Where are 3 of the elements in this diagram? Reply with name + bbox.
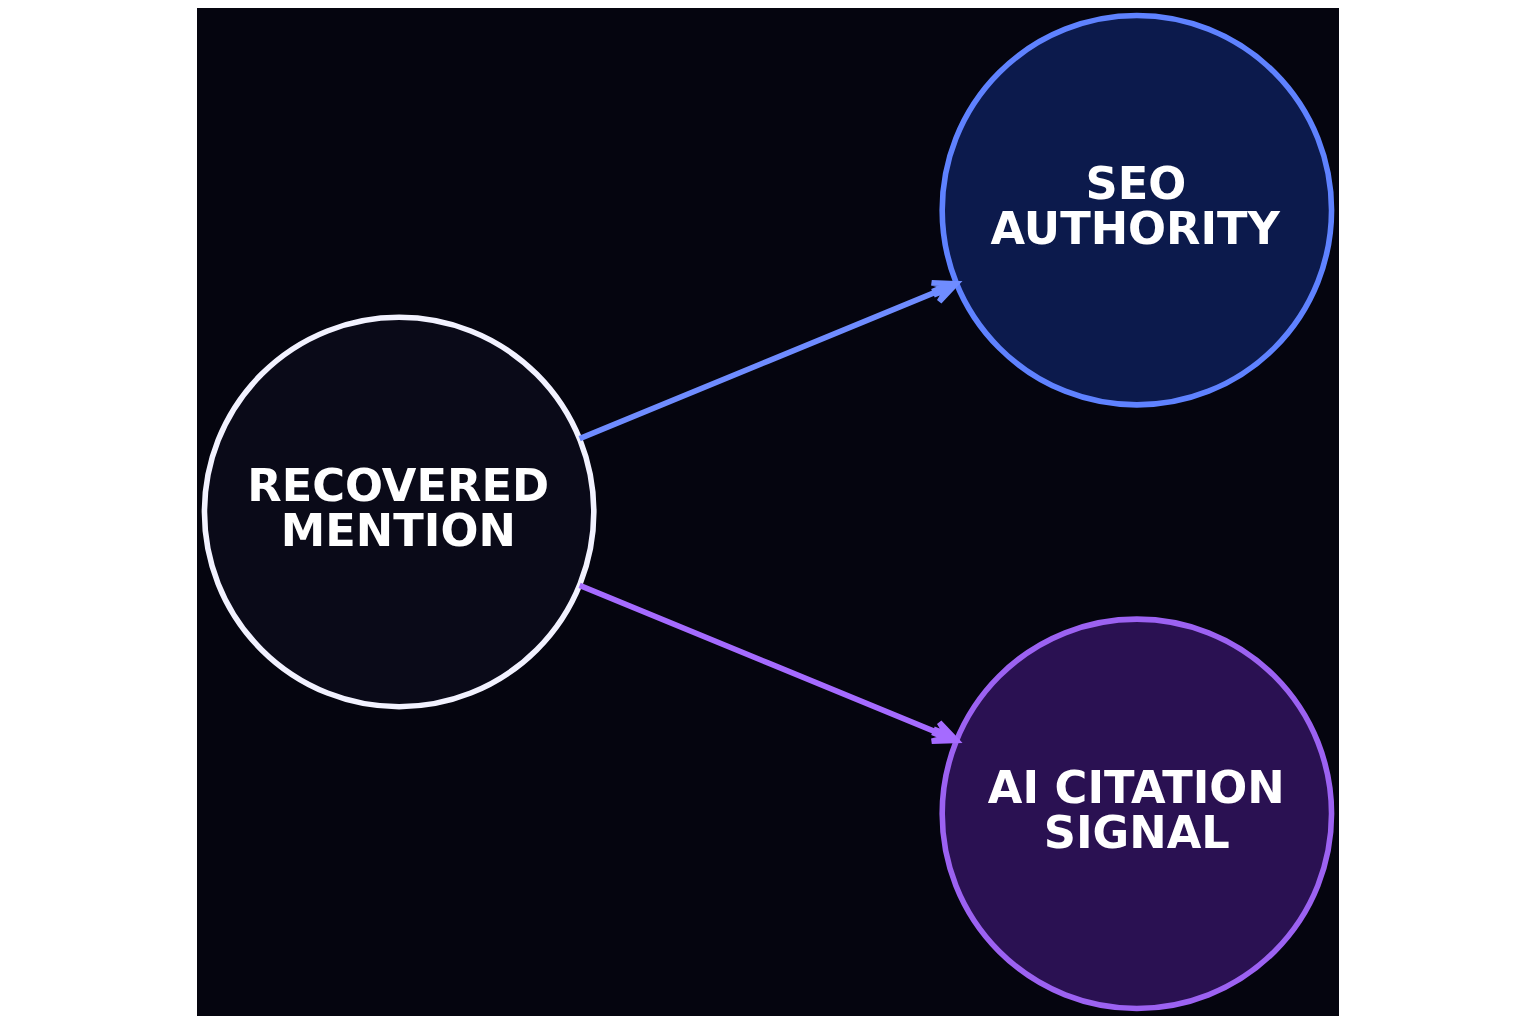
node-circle: AI CITATION SIGNAL bbox=[939, 616, 1335, 1012]
node-circle: RECOVERED MENTION bbox=[201, 314, 597, 710]
node-circle: SEO AUTHORITY bbox=[939, 12, 1335, 408]
